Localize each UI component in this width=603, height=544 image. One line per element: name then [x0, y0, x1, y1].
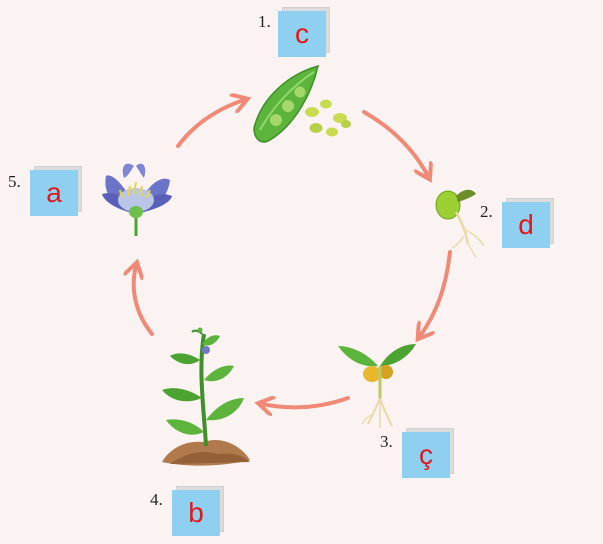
cycle-arrow-icon: [176, 100, 244, 148]
stage-letter: d: [502, 202, 550, 248]
stage-letter-card: a: [30, 166, 82, 216]
stage-number: 2.: [480, 202, 493, 221]
stage-number: 5.: [8, 172, 21, 191]
cycle-arrow-icon: [262, 398, 350, 407]
pea-pod-icon: [253, 64, 351, 143]
cycle-arrow-icon: [420, 250, 452, 336]
flower-icon: [102, 163, 172, 236]
stage-letter-card: d: [502, 198, 554, 248]
stage-letter: b: [172, 490, 220, 536]
cycle-arrow-icon: [362, 110, 428, 176]
stage-number: 4.: [150, 490, 163, 509]
seedling-icon: [338, 344, 416, 428]
stage-letter: c: [278, 11, 326, 57]
stage-letter: a: [30, 170, 78, 216]
stage-number: 1.: [258, 12, 271, 31]
stage-letter-card: ç: [402, 428, 454, 478]
stage-number: 3.: [380, 432, 393, 451]
germinating-seed-icon: [435, 189, 485, 259]
stage-letter-card: c: [278, 7, 330, 57]
cycle-arrow-icon: [134, 266, 154, 336]
stage-letter-card: b: [172, 486, 224, 536]
grown-plant-icon: [162, 327, 250, 466]
stage-letter: ç: [402, 432, 450, 478]
